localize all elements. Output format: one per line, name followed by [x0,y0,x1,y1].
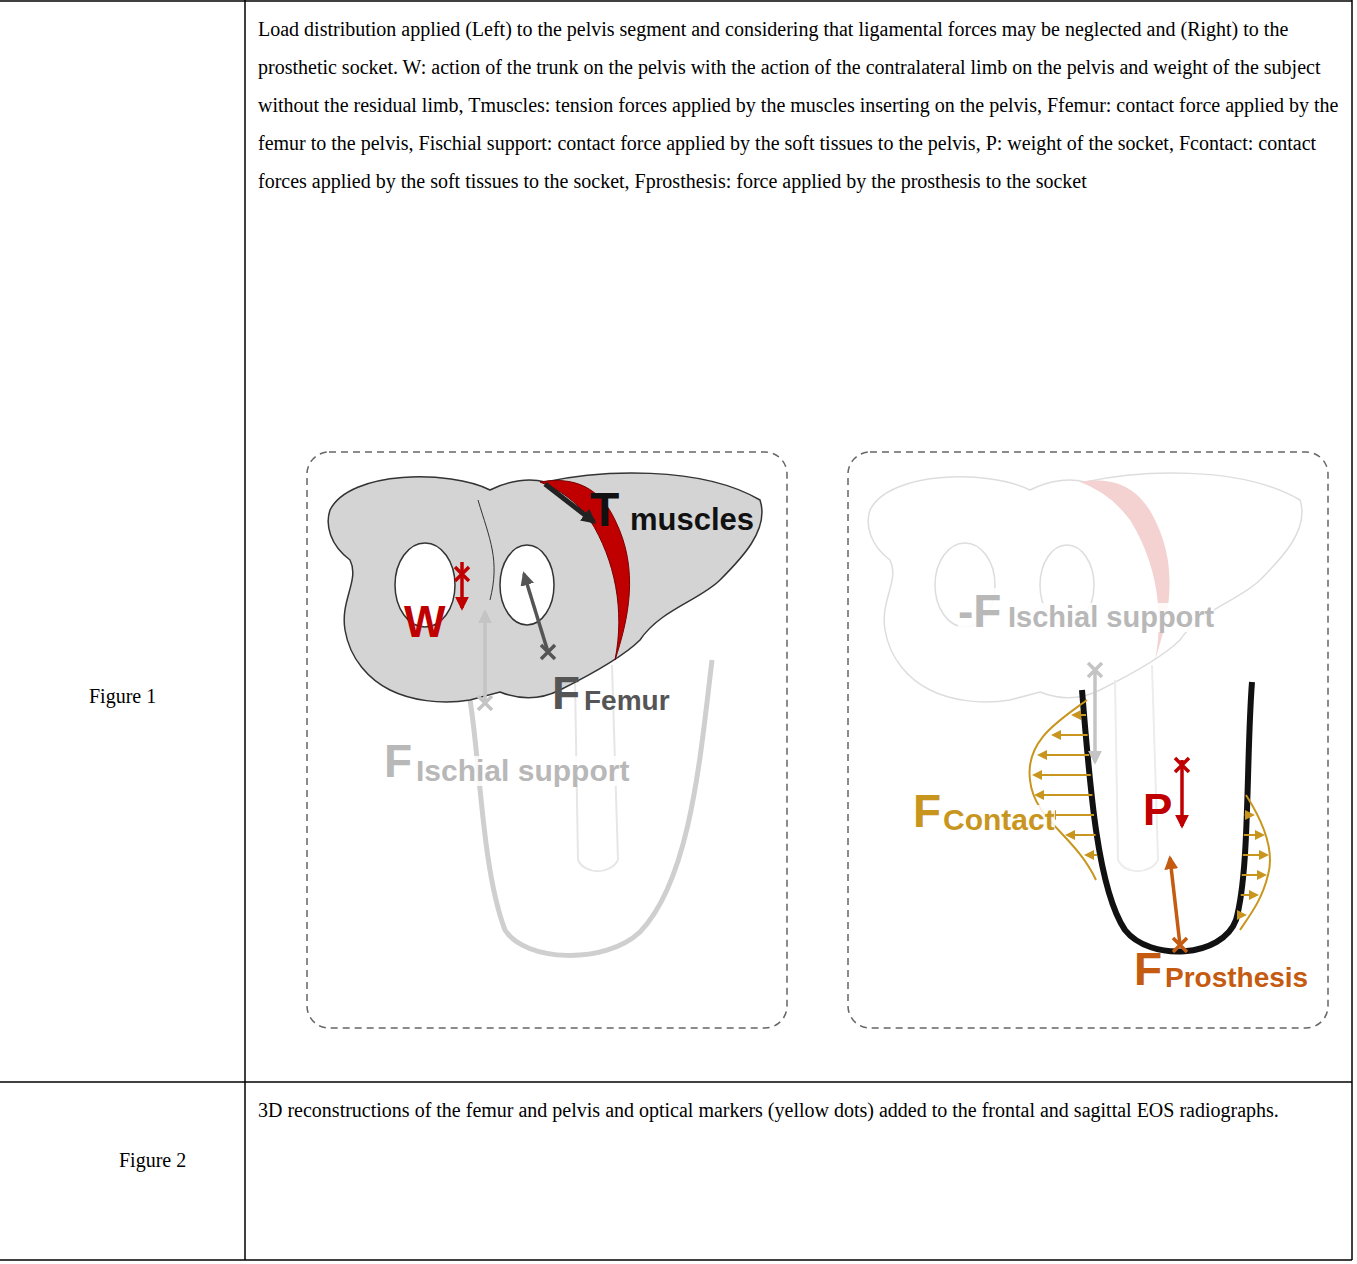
force-subscript: Prosthesis [1165,964,1308,992]
right-panel [848,452,1328,1028]
w-arrow [455,562,469,608]
muscle-band [540,481,630,660]
force-subscript: muscles [630,504,754,535]
contact-arrow [1036,794,1092,796]
contact-arrow [1067,834,1096,836]
contact-arrow [1243,854,1267,856]
pelvis-bone [328,473,762,702]
femur-arrow [524,574,555,659]
ischial-arrow [478,612,492,710]
force-symbol: F [913,788,941,834]
row-header: Figure 2 [119,1150,186,1170]
contact-arrow [1241,894,1257,896]
force-symbol: W [404,600,446,644]
contact-arrow [1048,814,1094,816]
contact-arrow [1073,714,1086,716]
row-header: Figure 1 [89,686,156,706]
contact-arrow [1053,734,1088,736]
force-subscript: Contact [943,805,1055,835]
force-symbol: -F [958,588,1001,634]
contact-arrow [1086,854,1097,856]
force-symbol: F [384,738,412,784]
contact-arrow [1039,754,1089,756]
muscle-arrow [545,484,594,522]
contact-arrow [1245,814,1253,816]
p-arrow [1175,758,1189,826]
contact-arrow [1034,774,1091,776]
residual-limb [470,660,712,955]
prosthesis-arrow [1170,858,1187,952]
socket [1082,682,1252,952]
caption-text: 3D reconstructions of the femur and pelv… [258,1091,1343,1129]
contact-arrow [1240,914,1245,916]
faded-pelvis [868,473,1302,871]
contact-arrow [1242,874,1265,876]
contact-distribution [1030,700,1270,930]
force-symbol: F [552,670,580,716]
force-symbol: T [590,486,619,534]
force-symbol: F [1134,946,1162,992]
contact-arrow [1244,834,1263,836]
left-panel [307,452,787,1028]
force-subscript: Femur [584,687,670,715]
socket-ischial-arrow [1088,663,1102,762]
force-subscript: Ischial support [1008,603,1214,632]
caption-text: Load distribution applied (Left) to the … [258,10,1343,200]
force-symbol: P [1143,788,1172,832]
force-subscript: Ischial support [416,756,629,786]
